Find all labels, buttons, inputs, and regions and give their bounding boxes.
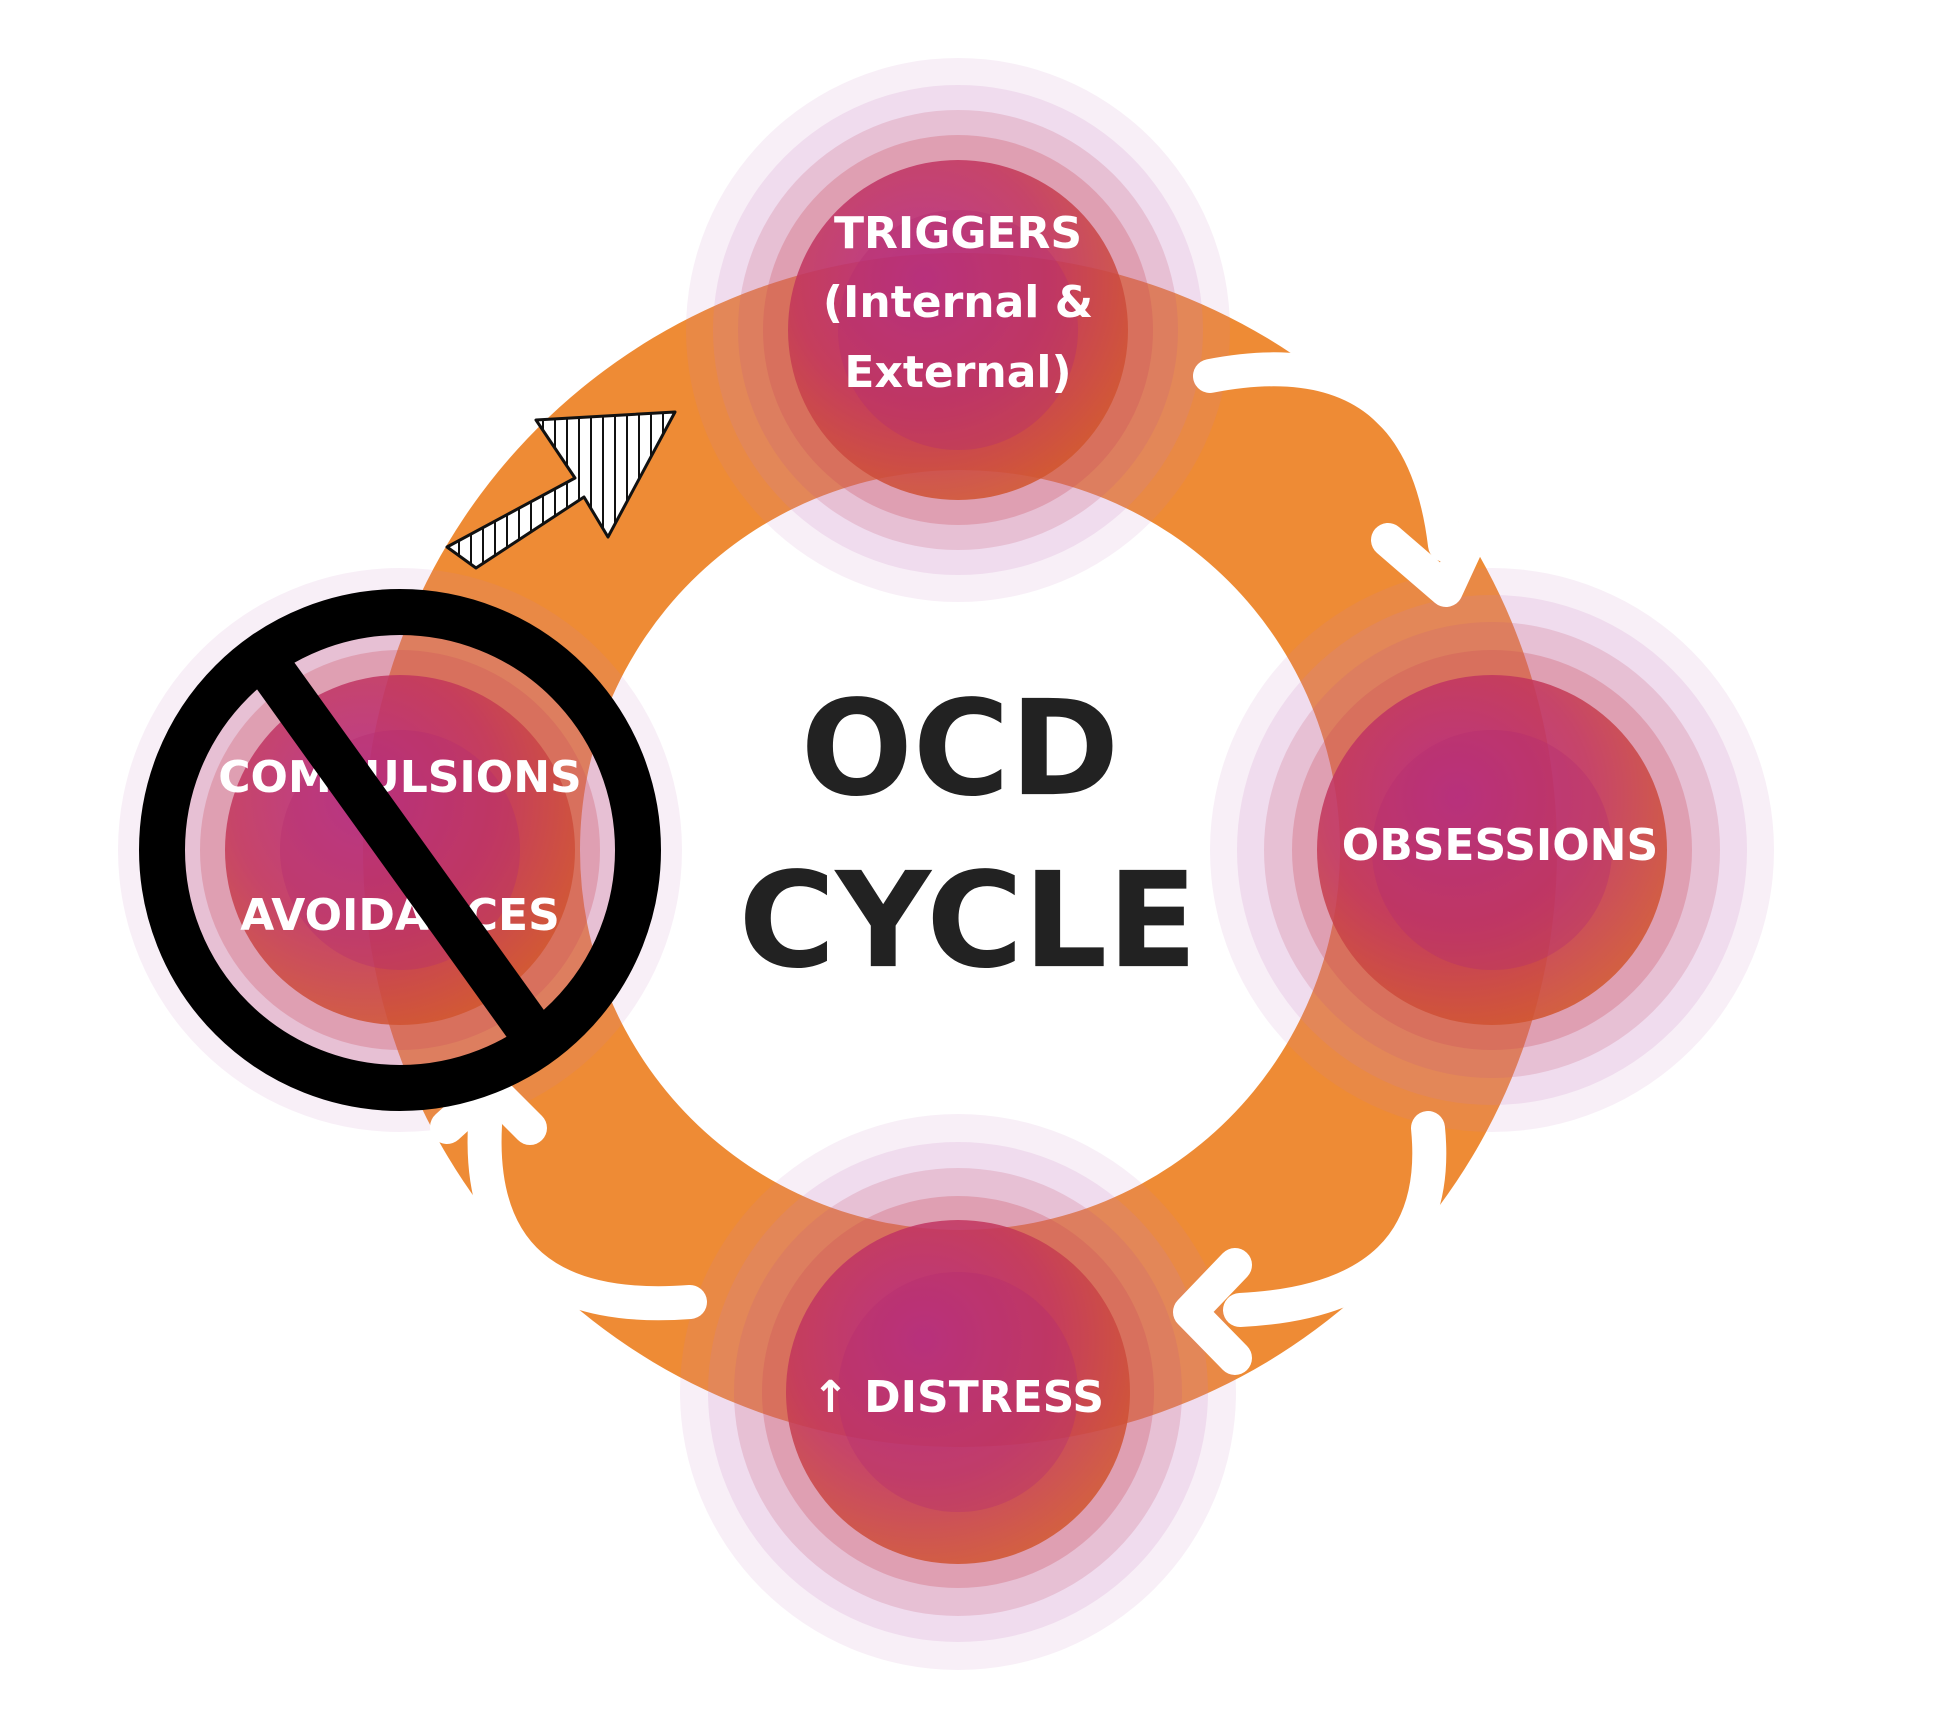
triggers-label-line3: External) bbox=[844, 347, 1071, 398]
distress-label: ↑ DISTRESS bbox=[812, 1372, 1104, 1423]
curved-arrow-icon bbox=[1193, 352, 1462, 562]
triggers-label-line1: TRIGGERS bbox=[834, 208, 1082, 259]
cycle-ring bbox=[363, 253, 1557, 1447]
flow-arrows bbox=[430, 352, 1493, 1375]
node-distress bbox=[680, 1114, 1236, 1670]
hatched-arrow-icon bbox=[445, 410, 677, 570]
curved-arrow-icon bbox=[1173, 1248, 1252, 1375]
obsessions-label: OBSESSIONS bbox=[1342, 820, 1658, 871]
center-title-line1: OCD bbox=[801, 672, 1120, 826]
triggers-label-line2: (Internal & bbox=[823, 277, 1093, 328]
curved-arrow-icon bbox=[1223, 1111, 1447, 1327]
curved-arrow-icon bbox=[467, 1108, 707, 1321]
center-title-line2: CYCLE bbox=[739, 844, 1198, 998]
no-symbol-icon bbox=[139, 589, 661, 1111]
curved-arrow-icon bbox=[1371, 508, 1493, 607]
compulsions-label-line2: AVOIDANCES bbox=[240, 890, 560, 941]
compulsions-label-line1: COMPULSIONS bbox=[218, 752, 581, 803]
node-obsessions bbox=[1210, 568, 1774, 1132]
node-triggers bbox=[686, 58, 1230, 602]
